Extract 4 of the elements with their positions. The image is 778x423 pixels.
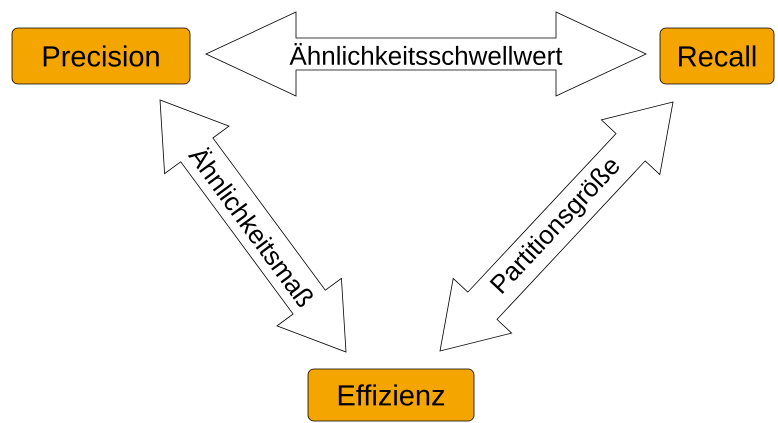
label-box: Effizienz <box>308 368 474 422</box>
edge-label: Ähnlichkeitsschwellwert <box>290 42 562 65</box>
label-box: Recall <box>660 28 774 84</box>
label-box: Precision <box>12 28 190 84</box>
